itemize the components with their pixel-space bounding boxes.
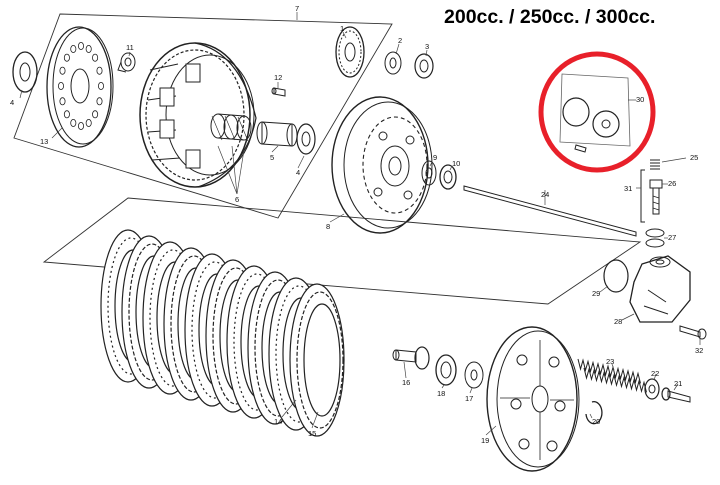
part-bolt-32 <box>679 325 707 340</box>
part-pressure-piece-16 <box>392 346 430 370</box>
disk-hole <box>96 97 103 106</box>
label-19: 19 <box>481 436 489 445</box>
part-bearing-18 <box>435 354 457 386</box>
clutch-plate <box>289 283 345 437</box>
part-nut-10 <box>439 164 457 190</box>
part-washer-17 <box>464 361 484 389</box>
part-washer-2 <box>384 51 402 75</box>
disk-hole <box>70 119 77 128</box>
label-28: 28 <box>614 317 622 326</box>
label-7: 7 <box>295 4 299 13</box>
disk-hole <box>96 66 103 75</box>
part-nut-3 <box>414 53 434 79</box>
part-pressure-plate-19 <box>486 326 580 472</box>
label-8: 8 <box>326 222 330 231</box>
label-26: 26 <box>668 179 676 188</box>
label-25: 25 <box>690 153 698 162</box>
disk-hole <box>78 122 85 131</box>
label-18: 18 <box>437 389 445 398</box>
label-3: 3 <box>425 42 429 51</box>
label-31: 31 <box>624 184 632 193</box>
part-bearings-6 <box>210 113 252 142</box>
label-30: 30 <box>636 95 644 104</box>
leader-lines <box>19 12 701 436</box>
disk-hole <box>70 45 77 54</box>
disk-hole <box>58 82 65 91</box>
disk-hole <box>59 66 66 75</box>
disk-hole <box>92 53 99 62</box>
part-clutch-plates-14-15 <box>100 229 345 437</box>
label-11: 11 <box>126 43 134 52</box>
disk-hole <box>59 97 66 106</box>
part-slave-cylinder-28 <box>629 255 691 323</box>
label-16: 16 <box>402 378 410 387</box>
disk-hole <box>63 110 70 119</box>
part-push-rod-24 <box>463 185 637 237</box>
part-washer-4b <box>296 123 316 155</box>
label-12: 12 <box>274 73 282 82</box>
part-washer-9 <box>421 160 437 186</box>
part-labels: 7 1 2 3 4 11 12 13 5 6 4 8 9 10 24 30 25… <box>10 4 703 445</box>
part-seal-kit-30 <box>559 73 631 153</box>
label-14: 14 <box>274 417 282 426</box>
disk-hole <box>98 82 105 91</box>
label-23: 23 <box>606 357 614 366</box>
part-bleeder-assembly-31 <box>640 159 663 223</box>
spring-coil <box>577 358 641 385</box>
label-9: 9 <box>433 153 437 162</box>
highlight-circle <box>538 51 656 173</box>
label-24: 24 <box>541 190 549 199</box>
model-title: 200cc. / 250cc. / 300cc. <box>444 6 656 28</box>
part-oring-29 <box>603 259 629 293</box>
label-6: 6 <box>235 195 239 204</box>
part-gear-1 <box>335 26 365 78</box>
part-orings-27 <box>645 228 665 248</box>
disk-hole <box>92 110 99 119</box>
label-29: 29 <box>592 289 600 298</box>
disk-hole <box>85 119 92 128</box>
assembly-outline-plates <box>42 197 642 305</box>
label-5: 5 <box>270 153 274 162</box>
label-13: 13 <box>40 137 48 146</box>
part-bushing-5 <box>256 121 298 147</box>
part-bolt-21 <box>661 387 691 403</box>
part-spring-cup-22 <box>644 378 660 400</box>
part-pin-12 <box>271 87 286 97</box>
assembly-outline-upper <box>13 13 393 219</box>
disk-hole <box>78 42 85 51</box>
label-2: 2 <box>398 36 402 45</box>
label-32: 32 <box>695 346 703 355</box>
part-cap-11 <box>117 52 136 73</box>
part-inner-hub-8 <box>331 96 433 234</box>
label-17: 17 <box>465 394 473 403</box>
label-1: 1 <box>340 24 344 33</box>
part-clutch-basket <box>139 42 257 188</box>
label-4: 4 <box>10 98 14 107</box>
label-10: 10 <box>452 159 460 168</box>
label-4b: 4 <box>296 168 300 177</box>
label-20: 20 <box>592 417 600 426</box>
disk-hole <box>85 45 92 54</box>
label-22: 22 <box>651 369 659 378</box>
label-15: 15 <box>308 429 316 438</box>
label-21: 21 <box>674 379 682 388</box>
part-springs-23 <box>577 358 647 394</box>
part-disk-13 <box>46 26 114 148</box>
label-27: 27 <box>668 233 676 242</box>
disk-hole <box>63 53 70 62</box>
part-washer-4 <box>12 51 38 93</box>
spring-coil <box>583 367 647 394</box>
part-snap-ring-20 <box>585 401 603 425</box>
